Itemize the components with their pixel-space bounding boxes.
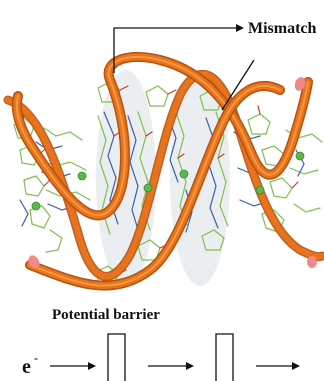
electron-symbol: e - <box>22 351 38 378</box>
barrier-rectangle-icon <box>216 334 233 381</box>
barrier-rectangle-icon <box>108 334 125 381</box>
right-arrow-icon <box>236 24 244 32</box>
svg-text:e: e <box>22 356 31 378</box>
svg-text:-: - <box>34 351 38 365</box>
potential-barrier-label: Potential barrier <box>52 307 160 323</box>
right-arrow-icon <box>88 362 96 370</box>
right-arrow-icon <box>186 362 194 370</box>
right-arrow-icon <box>292 362 300 370</box>
barrier-arrows <box>50 362 300 370</box>
mismatch-label: Mismatch <box>248 20 317 37</box>
potential-barriers <box>108 334 233 381</box>
